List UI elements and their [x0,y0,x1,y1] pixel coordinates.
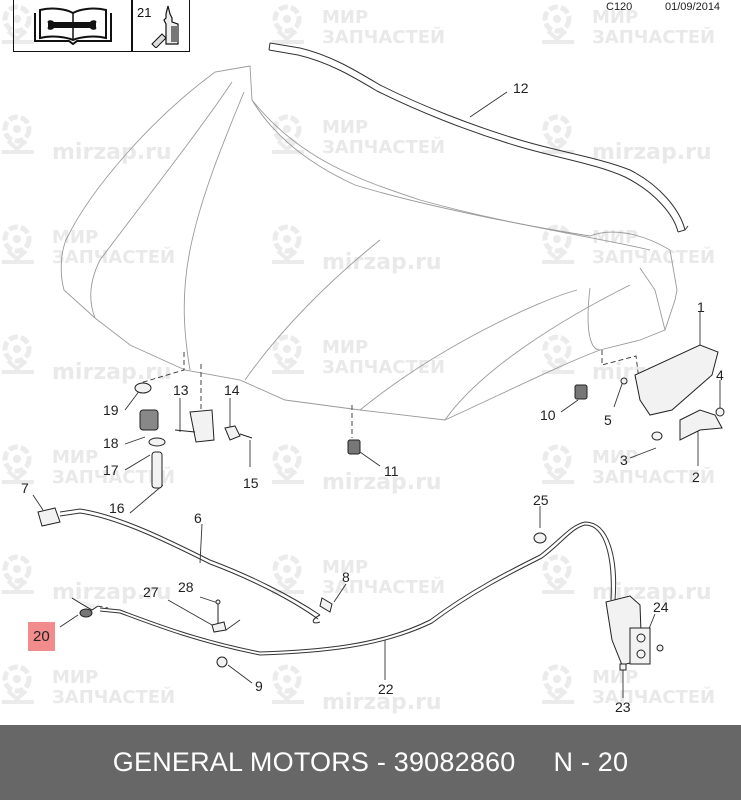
callout-15[interactable]: 15 [243,475,259,491]
callout-22[interactable]: 22 [378,681,394,697]
brand-name: GENERAL MOTORS [112,747,370,777]
callout-26[interactable]: 27 [143,584,159,600]
callout-17[interactable]: 17 [103,462,119,478]
book-wrench-icon [34,7,112,46]
callout-27[interactable]: 28 [178,579,194,595]
part-number: 39082860 [393,747,516,777]
callout-13[interactable]: 13 [173,382,189,398]
legend-icon-box: 21 [13,0,190,52]
callout-24[interactable]: 23 [615,699,631,715]
callout-12[interactable]: 12 [513,80,529,96]
adhesive-ref-number: 21 [137,5,152,20]
callout-5[interactable]: 5 [604,412,612,428]
callout-18[interactable]: 18 [103,435,119,451]
callout-20-highlighted[interactable]: 20 [28,622,55,651]
cables [59,508,617,656]
callout-8[interactable]: 8 [342,569,350,585]
callout-10[interactable]: 10 [540,407,556,423]
brand-separator: - [376,747,387,777]
callout-1[interactable]: 1 [697,299,705,315]
part-info-footer: GENERAL MOTORS - 39082860 N - 20 [0,725,741,800]
callout-7[interactable]: 7 [21,480,29,496]
assembly-lines [81,350,641,609]
hood-seal-12 [268,42,689,233]
hood-panel [60,65,678,421]
callout-23[interactable]: 24 [653,599,669,615]
callout-14[interactable]: 14 [224,382,240,398]
diagram-code: C120 [606,1,633,13]
position-label: N - 20 [553,747,629,777]
callout-16[interactable]: 16 [109,500,125,516]
diagram-date: 01/09/2014 [665,1,721,13]
callout-9[interactable]: 9 [255,678,263,694]
hood-assembly-drawing [32,42,725,698]
callout-4[interactable]: 4 [716,367,724,383]
small-parts [37,344,725,671]
callout-19[interactable]: 19 [103,402,119,418]
callout-11[interactable]: 11 [384,463,399,479]
legend-divider [131,0,133,51]
footer-title: GENERAL MOTORS - 39082860 N - 20 [113,747,628,778]
callout-2[interactable]: 2 [692,469,700,485]
adhesive-bottle-icon [151,5,179,48]
callout-6[interactable]: 6 [194,510,202,526]
callout-25[interactable]: 25 [533,492,549,508]
callout-3[interactable]: 3 [620,452,628,468]
